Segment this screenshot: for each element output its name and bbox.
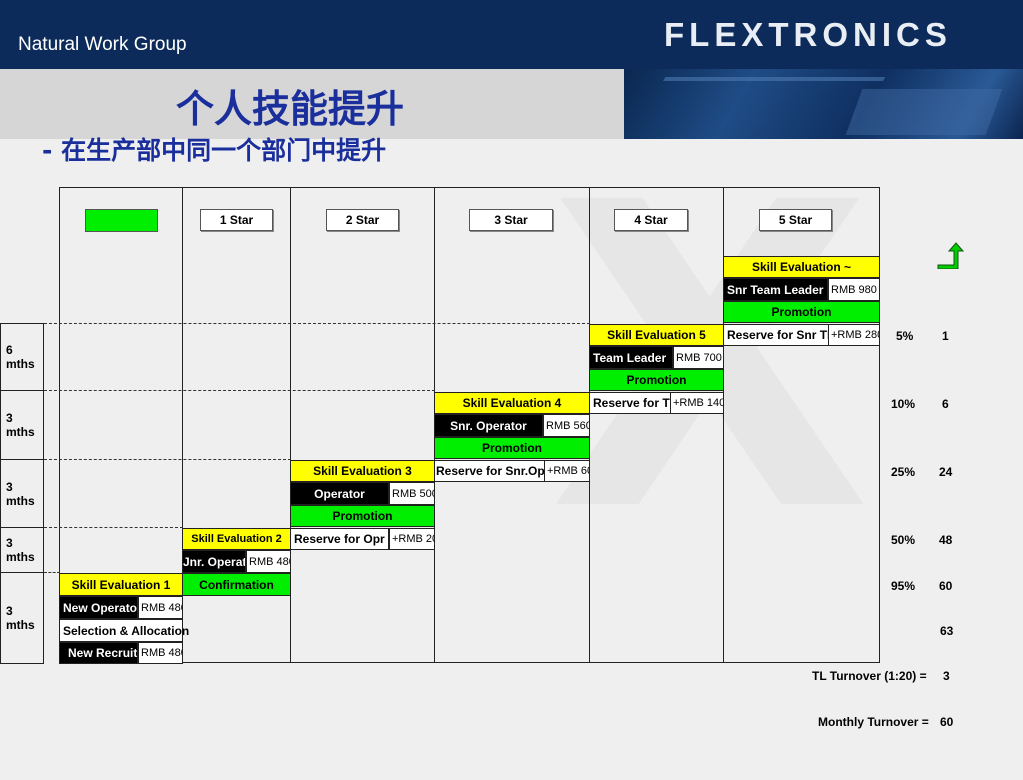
monthly-turnover-label: Monthly Turnover = <box>818 715 929 729</box>
role-snr-team-leader: Snr Team Leader <box>723 278 828 301</box>
salary-operator: RMB 500 <box>389 482 435 505</box>
stat-percent: 50% <box>891 533 916 547</box>
row-divider <box>44 323 590 324</box>
row-divider <box>44 527 183 528</box>
promotion-label: Promotion <box>589 369 724 391</box>
skill-eval-4: Skill Evaluation 4 <box>434 392 590 414</box>
salary-team-leader: RMB 700 <box>673 346 724 369</box>
star-label-3: 3 Star <box>469 209 553 231</box>
confirmation-label: Confirmation <box>182 573 291 596</box>
role-jnr-operator: Jnr. Operator <box>182 550 246 573</box>
reserve-tl-bonus: +RMB 140 <box>670 392 724 414</box>
brand-logo: FLEXTRONICS <box>664 16 952 53</box>
arrow-up-icon <box>937 242 964 269</box>
duration-label: 6 mths <box>0 323 44 391</box>
stat-percent: 25% <box>891 465 916 479</box>
duration-label: 3 mths <box>0 390 44 460</box>
role-snr-operator: Snr. Operator <box>434 414 543 437</box>
role-operator: Operator <box>290 482 389 505</box>
reserve-opr-bonus: +RMB 20 <box>389 528 435 550</box>
tl-turnover-value: 3 <box>943 669 950 683</box>
star-label-5: 5 Star <box>759 209 832 231</box>
page-subtitle: - 在生产部中同一个部门中提升 <box>42 136 387 165</box>
role-new-operator: New Operator <box>59 596 138 619</box>
reserve-snr-opr: Reserve for Snr.Opr <box>434 460 545 482</box>
stat-count: 24 <box>939 465 953 479</box>
promotion-label: Promotion <box>434 437 590 459</box>
tl-turnover-label: TL Turnover (1:20) = <box>812 669 927 683</box>
salary-new-operator: RMB 480 <box>138 596 183 619</box>
reserve-snr-tl-bonus: +RMB 280 <box>828 324 880 346</box>
column-4-star <box>589 187 724 663</box>
stat-count: 60 <box>939 579 953 593</box>
page-title: 个人技能提升 <box>176 87 405 131</box>
row-divider <box>44 390 435 391</box>
stat-count: 6 <box>942 397 949 411</box>
salary-new-recruit: RMB 480 <box>138 642 183 664</box>
salary-snr-team-leader: RMB 980 <box>828 278 880 301</box>
star-label-1: 1 Star <box>200 209 273 231</box>
entry-marker <box>85 209 158 232</box>
column-2-star <box>290 187 435 663</box>
role-new-recruit: New Recruit <box>59 642 138 664</box>
stat-percent: 10% <box>891 397 916 411</box>
role-team-leader: Team Leader <box>589 346 673 369</box>
selection-allocation: Selection & Allocation <box>59 619 189 642</box>
salary-snr-operator: RMB 560 <box>543 414 590 437</box>
promotion-label: Promotion <box>723 301 880 323</box>
skill-eval-2: Skill Evaluation 2 <box>182 528 291 550</box>
header-bar <box>0 0 1023 69</box>
stat-count: 1 <box>942 329 949 343</box>
title-bar <box>0 69 624 139</box>
skill-eval-5: Skill Evaluation 5 <box>589 324 724 346</box>
skill-eval-1: Skill Evaluation 1 <box>59 573 183 596</box>
row-divider <box>44 572 60 573</box>
reserve-snr-opr-bonus: +RMB 60 <box>544 460 590 482</box>
group-subtitle: Natural Work Group <box>18 34 187 55</box>
reserve-opr: Reserve for Opr <box>290 528 389 550</box>
stat-total: 63 <box>940 624 954 638</box>
salary-jnr-operator: RMB 480 <box>246 550 291 573</box>
reserve-snr-tl: Reserve for Snr TL <box>723 324 829 346</box>
skill-eval-6: Skill Evaluation ~ <box>723 256 880 278</box>
star-label-2: 2 Star <box>326 209 399 231</box>
stat-percent: 95% <box>891 579 916 593</box>
row-divider <box>44 459 291 460</box>
skill-eval-3: Skill Evaluation 3 <box>290 460 435 482</box>
monthly-turnover-value: 60 <box>940 715 954 729</box>
duration-label: 3 mths <box>0 527 44 573</box>
stat-percent: 5% <box>896 329 914 343</box>
stat-count: 48 <box>939 533 953 547</box>
column-5-star <box>723 187 880 663</box>
star-label-4: 4 Star <box>614 209 688 231</box>
duration-label: 3 mths <box>0 572 44 664</box>
reserve-tl: Reserve for TL <box>589 392 671 414</box>
header-photo <box>624 69 1023 139</box>
promotion-label: Promotion <box>290 505 435 527</box>
duration-label: 3 mths <box>0 459 44 528</box>
